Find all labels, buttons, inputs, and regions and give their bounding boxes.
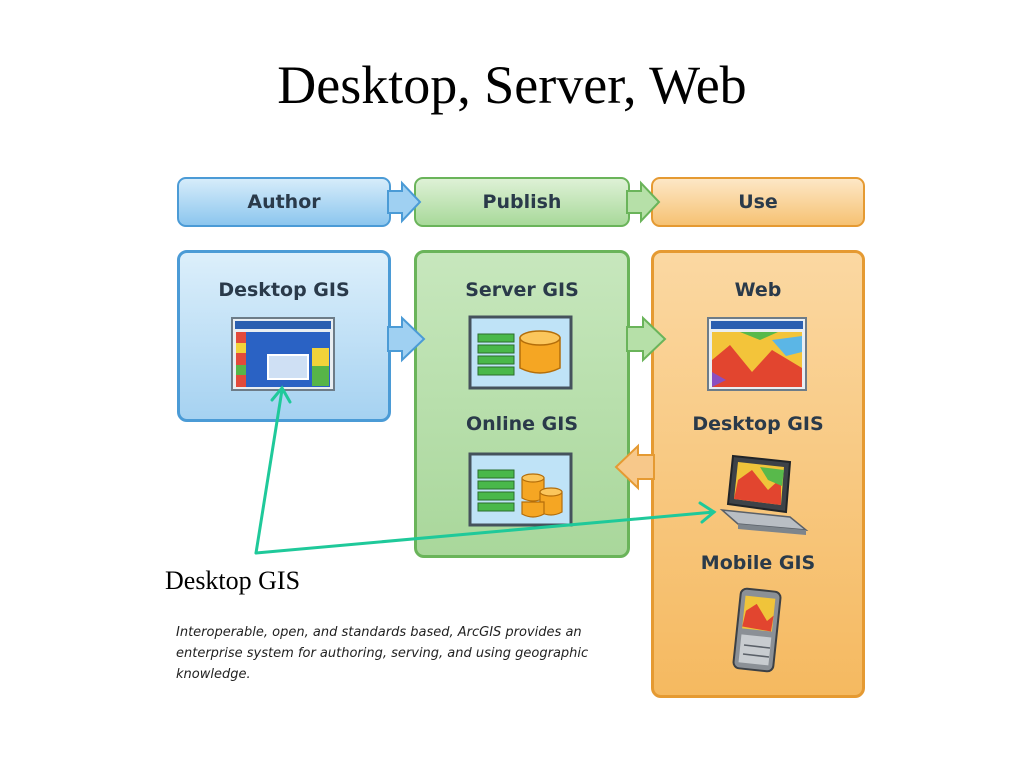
desktop-gis-window-icon xyxy=(231,317,335,391)
server-to-web-arrow-icon xyxy=(626,315,667,363)
server-gis-icon xyxy=(468,315,573,390)
publish-to-use-band-arrow-icon xyxy=(626,180,661,224)
use-desktop-gis-label: Desktop GIS xyxy=(692,413,824,435)
author-desktop-gis-label: Desktop GIS xyxy=(218,279,350,301)
web-map-window-icon xyxy=(707,317,807,391)
author-to-publish-band-arrow-icon xyxy=(387,180,422,224)
slide-title: Desktop, Server, Web xyxy=(277,55,747,115)
use-to-online-arrow-icon xyxy=(614,443,655,491)
pointer-arrows-icon xyxy=(254,385,717,555)
web-label: Web xyxy=(734,279,782,301)
desktop-computer-icon xyxy=(719,454,809,535)
annotation-desktop-gis-label: Desktop GIS xyxy=(165,566,301,595)
desktop-to-server-arrow-icon xyxy=(387,315,426,363)
online-gis-label: Online GIS xyxy=(465,413,579,435)
arcgis-caption: Interoperable, open, and standards based… xyxy=(176,625,589,682)
mobile-phone-icon xyxy=(732,587,782,673)
online-gis-icon xyxy=(468,452,573,527)
server-gis-label: Server GIS xyxy=(465,279,579,301)
mobile-gis-label: Mobile GIS xyxy=(700,552,816,574)
author-band: Author xyxy=(177,177,391,227)
use-band: Use xyxy=(651,177,865,227)
